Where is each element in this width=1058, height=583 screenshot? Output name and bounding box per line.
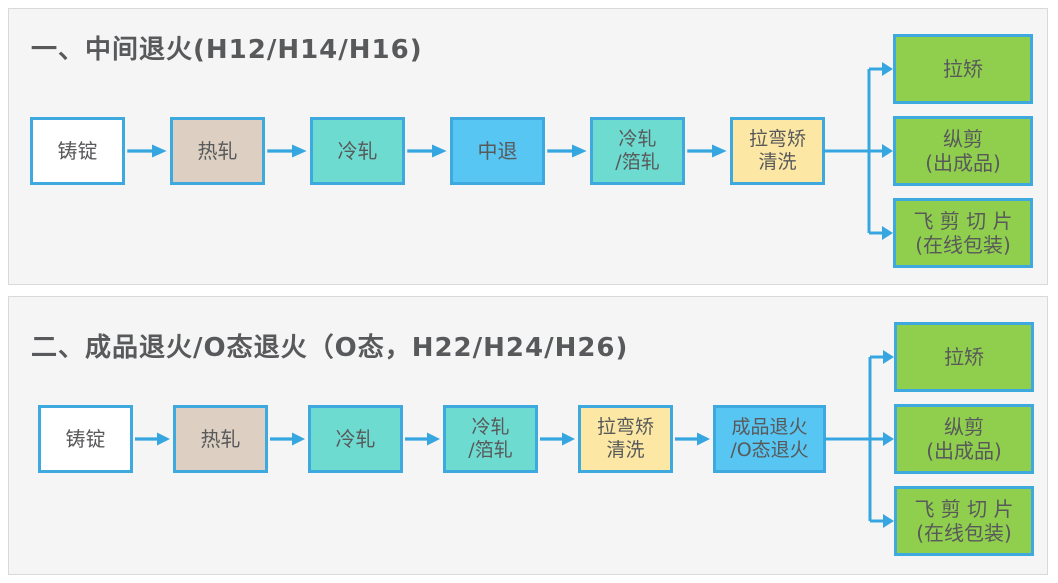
branch-node-stretch-straightening: 拉矫 bbox=[894, 322, 1034, 392]
node-label: 拉矫 bbox=[943, 57, 983, 81]
node-label: /箔轧 bbox=[468, 439, 513, 461]
node-label: 热轧 bbox=[197, 139, 238, 163]
arrow-right-icon bbox=[547, 144, 587, 158]
node-cold-rolling: 冷轧 bbox=[310, 117, 405, 185]
node-intermediate-anneal: 中退 bbox=[450, 117, 545, 185]
node-label: 冷轧 bbox=[335, 427, 376, 451]
panel-intermediate-annealing: 一、中间退火(H12/H14/H16) 铸锭 热轧 冷轧 bbox=[8, 8, 1048, 285]
node-final-o-temper-anneal: 成品退火 /O态退火 bbox=[713, 405, 826, 473]
panel-final-annealing: 二、成品退火/O态退火（O态，H22/H24/H26) 铸锭 热轧 冷轧 bbox=[8, 296, 1048, 575]
node-label: 飞 剪 切 片 bbox=[913, 209, 1013, 233]
panel-title: 二、成品退火/O态退火（O态，H22/H24/H26) bbox=[31, 333, 629, 363]
arrow-right-icon bbox=[687, 144, 727, 158]
panel-title: 一、中间退火(H12/H14/H16) bbox=[31, 35, 423, 65]
node-label: 纵剪 bbox=[943, 127, 983, 151]
branch-column: 拉矫 纵剪 (出成品) 飞 剪 切 片 (在线包装) bbox=[894, 322, 1034, 568]
node-label: 铸锭 bbox=[57, 139, 98, 163]
arrow-right-icon bbox=[540, 432, 575, 446]
node-stretch-bend-cleaning: 拉弯矫 清洗 bbox=[578, 405, 673, 473]
branch-node-fly-shear-cutting: 飞 剪 切 片 (在线包装) bbox=[894, 486, 1034, 556]
node-cold-foil-rolling: 冷轧 /箔轧 bbox=[590, 117, 685, 185]
branch-node-slitting: 纵剪 (出成品) bbox=[894, 404, 1034, 474]
node-label: (出成品) bbox=[925, 151, 1001, 175]
node-label: 拉弯矫 bbox=[748, 128, 806, 151]
node-casting-ingot: 铸锭 bbox=[38, 405, 133, 473]
node-label: (在线包装) bbox=[915, 233, 1011, 257]
flow-row: 铸锭 热轧 冷轧 中退 bbox=[30, 117, 825, 185]
node-casting-ingot: 铸锭 bbox=[30, 117, 125, 185]
node-label: 成品退火 bbox=[731, 416, 808, 439]
node-hot-rolling: 热轧 bbox=[173, 405, 268, 473]
arrow-right-icon bbox=[267, 144, 307, 158]
node-label: 中退 bbox=[477, 139, 518, 163]
branch-node-slitting: 纵剪 (出成品) bbox=[893, 116, 1033, 186]
node-label: 纵剪 bbox=[944, 415, 984, 439]
branch-node-stretch-straightening: 拉矫 bbox=[893, 34, 1033, 104]
branch-node-fly-shear-cutting: 飞 剪 切 片 (在线包装) bbox=[893, 198, 1033, 268]
node-hot-rolling: 热轧 bbox=[170, 117, 265, 185]
node-label: (出成品) bbox=[926, 439, 1002, 463]
node-label: /箔轧 bbox=[615, 151, 660, 173]
node-label: 热轧 bbox=[200, 427, 241, 451]
node-label: 冷轧 bbox=[471, 416, 510, 439]
node-label: 拉矫 bbox=[944, 345, 984, 369]
arrow-right-icon bbox=[127, 144, 167, 158]
branch-column: 拉矫 纵剪 (出成品) 飞 剪 切 片 (在线包装) bbox=[893, 34, 1033, 280]
node-label: 清洗 bbox=[606, 439, 645, 461]
arrow-right-icon bbox=[407, 144, 447, 158]
node-stretch-bend-cleaning: 拉弯矫 清洗 bbox=[730, 117, 825, 185]
branch-connector-icon bbox=[824, 350, 894, 528]
flow-row: 铸锭 热轧 冷轧 冷轧 /箔轧 bbox=[38, 405, 826, 473]
node-cold-foil-rolling: 冷轧 /箔轧 bbox=[443, 405, 538, 473]
node-label: 拉弯矫 bbox=[596, 416, 654, 439]
node-label: 飞 剪 切 片 bbox=[914, 497, 1014, 521]
node-label: 铸锭 bbox=[65, 427, 106, 451]
arrow-right-icon bbox=[135, 432, 170, 446]
arrow-right-icon bbox=[675, 432, 710, 446]
node-label: /O态退火 bbox=[730, 439, 809, 461]
node-label: 冷轧 bbox=[618, 128, 657, 151]
node-label: 清洗 bbox=[758, 151, 797, 173]
branch-connector-icon bbox=[823, 62, 893, 240]
node-label: (在线包装) bbox=[916, 521, 1012, 545]
arrow-right-icon bbox=[405, 432, 440, 446]
node-label: 冷轧 bbox=[337, 139, 378, 163]
arrow-right-icon bbox=[270, 432, 305, 446]
node-cold-rolling: 冷轧 bbox=[308, 405, 403, 473]
